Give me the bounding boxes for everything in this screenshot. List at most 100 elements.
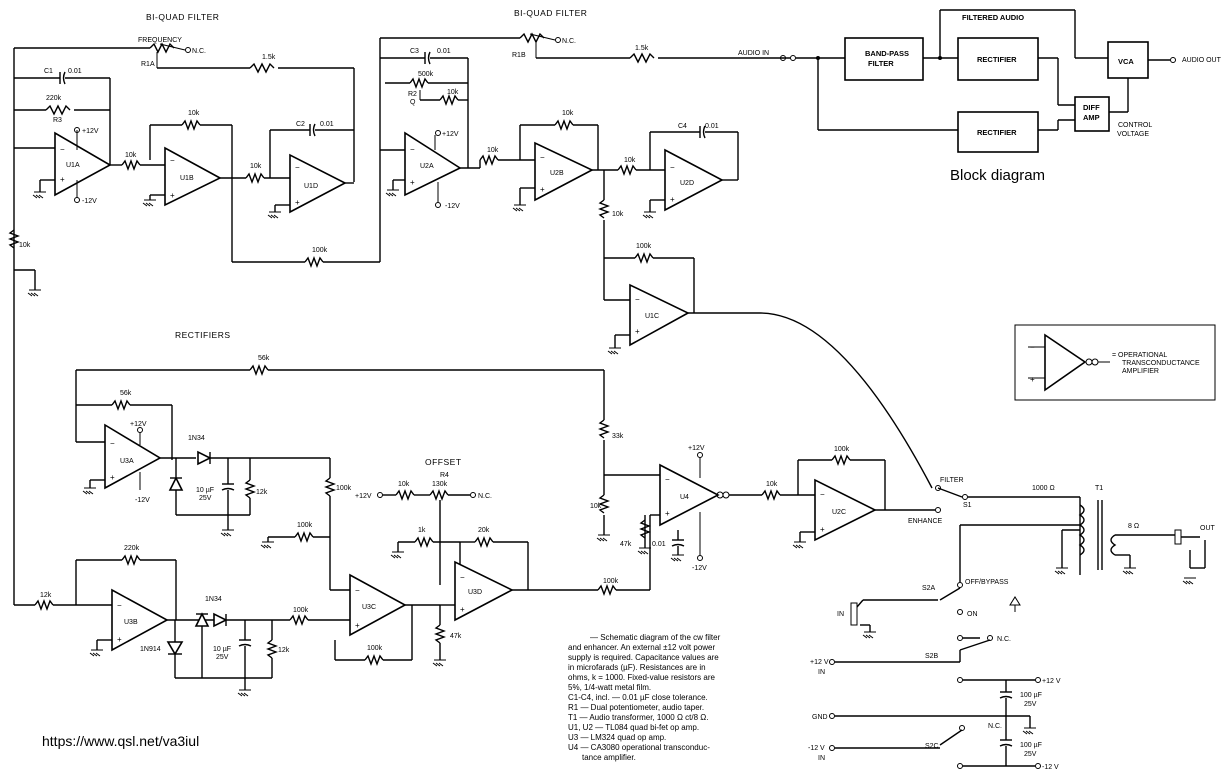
svg-text:ohms, k = 1000. Fixed-value re: ohms, k = 1000. Fixed-value resistors ar… xyxy=(568,673,716,682)
svg-text:+12 V: +12 V xyxy=(1042,678,1061,685)
svg-text:— Schematic diagram of the cw: — Schematic diagram of the cw filter xyxy=(590,633,721,642)
svg-text:C3: C3 xyxy=(410,48,419,55)
svg-text:25V: 25V xyxy=(1024,701,1037,708)
ota-legend: −+ = OPERATIONAL TRANSCONDUCTANCE AMPLIF… xyxy=(1014,324,1216,401)
svg-text:10k: 10k xyxy=(447,89,459,96)
svg-text:R1B: R1B xyxy=(512,52,526,59)
svg-text:−: − xyxy=(117,601,122,610)
caption: — Schematic diagram of the cw filter and… xyxy=(568,633,721,762)
svg-text:20k: 20k xyxy=(478,527,490,534)
svg-text:S2A: S2A xyxy=(922,585,936,592)
svg-text:−: − xyxy=(295,163,300,172)
svg-text:1.5k: 1.5k xyxy=(635,45,649,52)
svg-text:-12 V: -12 V xyxy=(808,745,825,752)
svg-text:+12V: +12V xyxy=(82,128,99,135)
opamp-u1d xyxy=(289,153,347,214)
svg-text:100k: 100k xyxy=(603,578,619,585)
svg-text:GND: GND xyxy=(812,714,828,721)
svg-text:N.C.: N.C. xyxy=(988,723,1002,730)
svg-text:+: + xyxy=(295,198,300,207)
svg-text:12k: 12k xyxy=(40,592,52,599)
opamp-u2a xyxy=(404,131,462,197)
svg-text:1N34: 1N34 xyxy=(188,435,205,442)
svg-text:-12V: -12V xyxy=(445,203,460,210)
opamp-u4 xyxy=(659,463,720,527)
transformer-t1 xyxy=(1078,504,1085,556)
svg-text:R4: R4 xyxy=(440,472,449,479)
svg-text:TRANSCONDUCTANCE: TRANSCONDUCTANCE xyxy=(1122,360,1200,367)
svg-text:+: + xyxy=(1030,375,1035,384)
svg-text:R3: R3 xyxy=(53,117,62,124)
source-url[interactable]: https://www.qsl.net/va3iul xyxy=(42,733,199,749)
svg-text:+: + xyxy=(60,175,65,184)
svg-text:U2A: U2A xyxy=(420,163,434,170)
legend-box xyxy=(1014,324,1216,401)
svg-text:+12V: +12V xyxy=(130,421,147,428)
diode-1n34-a xyxy=(197,450,212,466)
rectifier-bottom-block xyxy=(957,111,1039,153)
svg-text:= OPERATIONAL: = OPERATIONAL xyxy=(1112,352,1167,359)
svg-text:RECTIFIER: RECTIFIER xyxy=(977,128,1017,137)
svg-text:C2: C2 xyxy=(296,121,305,128)
title-offset: OFFSET xyxy=(425,457,462,467)
biquad-right: N.C. R1B 1.5k C3 0.01 500k R2 Q 10k −+ U… xyxy=(379,32,933,489)
opamp-u3b xyxy=(111,588,169,652)
svg-text:+: + xyxy=(110,473,115,482)
svg-text:47k: 47k xyxy=(450,633,462,640)
svg-text:−: − xyxy=(410,145,415,154)
svg-text:8 Ω: 8 Ω xyxy=(1128,523,1139,530)
svg-text:VCA: VCA xyxy=(1118,57,1134,66)
svg-text:1N914: 1N914 xyxy=(140,646,161,653)
svg-text:10k: 10k xyxy=(250,163,262,170)
svg-text:−: − xyxy=(670,163,675,172)
svg-text:ON: ON xyxy=(967,611,978,618)
svg-text:FILTER: FILTER xyxy=(868,59,894,68)
svg-text:N.C.: N.C. xyxy=(997,636,1011,643)
svg-text:56k: 56k xyxy=(120,390,132,397)
svg-text:100k: 100k xyxy=(312,247,328,254)
opamp-u1b xyxy=(164,146,222,207)
svg-text:+: + xyxy=(820,525,825,534)
in-jack[interactable] xyxy=(850,602,858,626)
svg-text:0.01: 0.01 xyxy=(705,123,719,130)
svg-text:+: + xyxy=(665,509,670,518)
svg-text:100k: 100k xyxy=(293,607,309,614)
svg-text:220k: 220k xyxy=(46,95,62,102)
svg-text:−: − xyxy=(355,586,360,595)
svg-text:1.5k: 1.5k xyxy=(262,54,276,61)
svg-text:U1B: U1B xyxy=(180,175,194,182)
svg-text:−: − xyxy=(170,156,175,165)
svg-text:C4: C4 xyxy=(678,123,687,130)
svg-text:−: − xyxy=(110,439,115,448)
svg-text:R2: R2 xyxy=(408,91,417,98)
svg-text:220k: 220k xyxy=(124,545,140,552)
r15k-left xyxy=(249,62,275,74)
svg-text:S2B: S2B xyxy=(925,653,939,660)
svg-text:+: + xyxy=(460,605,465,614)
svg-text:U3C: U3C xyxy=(362,604,376,611)
svg-text:-12V: -12V xyxy=(692,565,707,572)
out-jack[interactable] xyxy=(1174,529,1182,545)
svg-text:−: − xyxy=(540,153,545,162)
title-biquad-right: BI-QUAD FILTER xyxy=(514,8,587,18)
svg-text:U1, U2 — TL084 quad bi-fet op: U1, U2 — TL084 quad bi-fet op amp. xyxy=(568,723,699,732)
svg-text:N.C.: N.C. xyxy=(562,38,576,45)
svg-text:5%, 1/4-watt metal film.: 5%, 1/4-watt metal film. xyxy=(568,683,651,692)
svg-text:S1: S1 xyxy=(963,502,972,509)
svg-text:C1-C4, incl. — 0.01 µF close t: C1-C4, incl. — 0.01 µF close tolerance. xyxy=(568,693,708,702)
svg-text:RECTIFIER: RECTIFIER xyxy=(977,55,1017,64)
svg-text:AUDIO IN: AUDIO IN xyxy=(738,50,769,57)
svg-text:U1D: U1D xyxy=(304,183,318,190)
biquad-left: N.C. FREQUENCY R1A 1.5k C1 0.01 220k R3 … xyxy=(8,37,381,605)
svg-text:100 µF: 100 µF xyxy=(1020,742,1042,749)
svg-text:ENHANCE: ENHANCE xyxy=(908,518,943,525)
svg-text:33k: 33k xyxy=(612,433,624,440)
svg-text:VOLTAGE: VOLTAGE xyxy=(1117,131,1149,138)
svg-text:+: + xyxy=(670,195,675,204)
svg-text:U4: U4 xyxy=(680,494,689,501)
opamp-u3a xyxy=(104,423,162,490)
svg-text:100k: 100k xyxy=(336,485,352,492)
svg-text:+: + xyxy=(540,185,545,194)
svg-text:1N34: 1N34 xyxy=(205,596,222,603)
